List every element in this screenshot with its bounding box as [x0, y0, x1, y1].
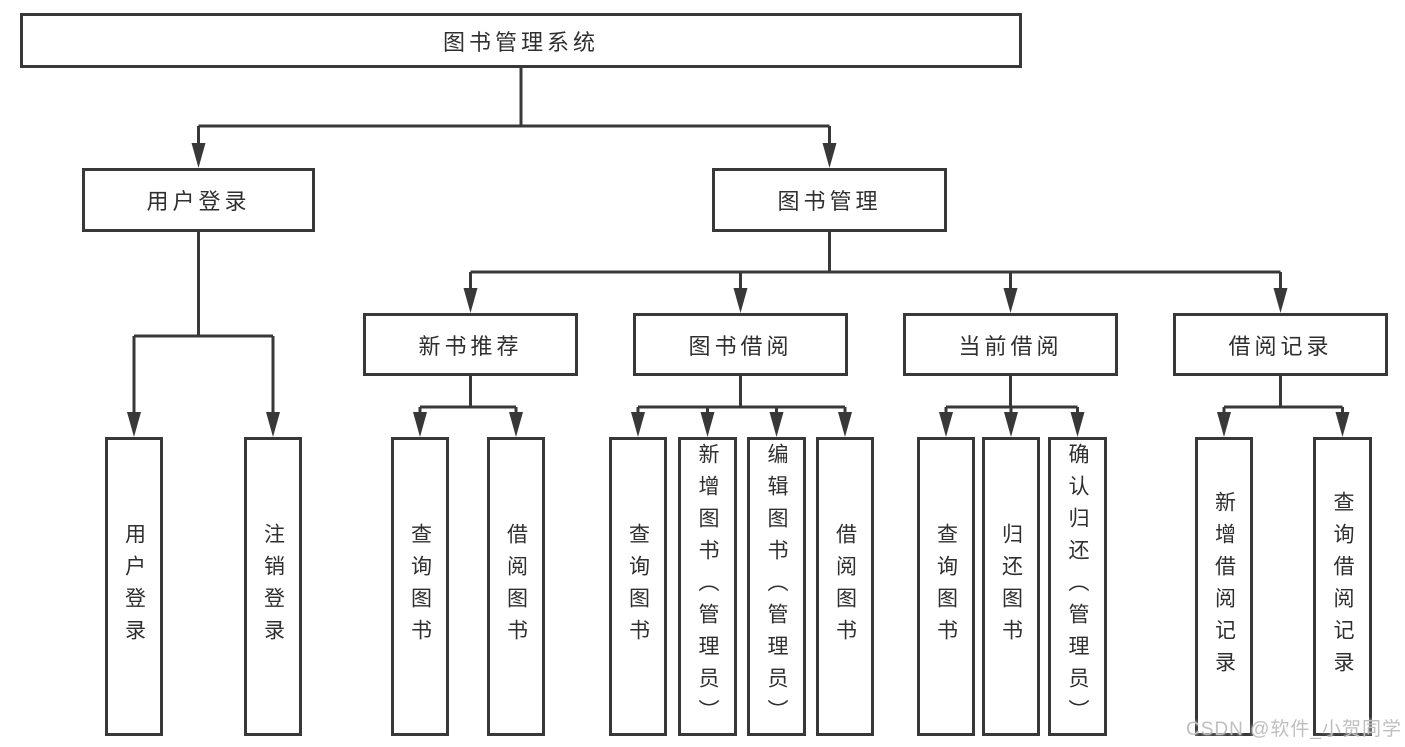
connector-book-borrowing-to-leaves: [631, 376, 852, 437]
node-book-borrowing: 图书借阅: [633, 313, 848, 376]
leaf-label: 注销登录: [261, 522, 285, 651]
leaf-label: 新增借阅记录: [1212, 490, 1236, 683]
leaf-logout: 注销登录: [244, 437, 302, 736]
leaf-cb-return-books: 归还图书: [982, 437, 1040, 736]
leaf-bb-add-books-admin: 新增图书（管理员）: [678, 437, 737, 736]
node-label: 当前借阅: [958, 333, 1063, 359]
arrow-down-icon: [1273, 288, 1288, 313]
node-label: 新书推荐: [418, 333, 523, 359]
leaf-br-query-borrow-record: 查询借阅记录: [1313, 437, 1372, 736]
leaf-bb-edit-books-admin: 编辑图书（管理员）: [747, 437, 806, 736]
arrow-down-icon: [939, 412, 953, 437]
node-label: 图书管理系统: [442, 29, 599, 55]
arrow-down-icon: [509, 412, 523, 437]
connector-new-book-to-leaves: [413, 376, 523, 437]
arrow-down-icon: [1003, 288, 1018, 313]
arrow-down-icon: [822, 143, 837, 168]
arrow-down-icon: [1335, 412, 1350, 437]
node-label: 用户登录: [146, 189, 251, 214]
connector-user-login-to-leaves: [127, 232, 280, 437]
arrow-down-icon: [266, 412, 280, 437]
node-label: 图书借阅: [688, 333, 793, 359]
connector-borrowing-records-to-leaves: [1217, 376, 1350, 437]
leaf-nb-query-books: 查询图书: [391, 437, 449, 736]
connector-current-borrowing-to-leaves: [939, 376, 1085, 437]
leaf-nb-borrow-books: 借阅图书: [487, 437, 545, 736]
leaf-bb-borrow-books: 借阅图书: [816, 437, 874, 736]
leaf-label: 借阅图书: [833, 522, 857, 651]
node-root-library-system: 图书管理系统: [20, 13, 1022, 68]
arrow-down-icon: [700, 412, 715, 437]
connector-book-management-to-level3: [463, 232, 1288, 313]
arrow-down-icon: [733, 288, 748, 313]
node-new-book-recommendation: 新书推荐: [363, 313, 578, 376]
leaf-label: 查询图书: [408, 522, 432, 651]
node-user-login: 用户登录: [82, 168, 315, 232]
arrow-down-icon: [631, 412, 645, 437]
leaf-cb-query-books: 查询图书: [917, 437, 975, 736]
arrow-down-icon: [191, 143, 206, 168]
arrow-down-icon: [838, 412, 852, 437]
csdn-watermark: CSDN @软件_小贺同学: [1186, 719, 1402, 740]
arrow-down-icon: [1217, 412, 1231, 437]
arrow-down-icon: [463, 288, 478, 313]
leaf-label: 确认归还（管理员）: [1066, 442, 1089, 731]
leaf-label: 查询图书: [934, 522, 958, 651]
connector-root-to-level2: [191, 68, 837, 168]
node-borrowing-records: 借阅记录: [1173, 313, 1388, 376]
leaf-label: 归还图书: [999, 522, 1023, 651]
arrow-down-icon: [127, 412, 141, 437]
arrow-down-icon: [1070, 412, 1085, 437]
leaf-label: 借阅图书: [504, 522, 528, 651]
node-current-borrowing: 当前借阅: [903, 313, 1118, 376]
node-label: 借阅记录: [1228, 333, 1333, 359]
leaf-label: 编辑图书（管理员）: [765, 442, 788, 731]
leaf-user-login: 用户登录: [105, 437, 163, 736]
leaf-label: 查询借阅记录: [1331, 490, 1354, 683]
arrow-down-icon: [769, 412, 784, 437]
arrow-down-icon: [413, 412, 427, 437]
leaf-label: 用户登录: [122, 522, 146, 651]
leaf-cb-confirm-return-admin: 确认归还（管理员）: [1048, 437, 1107, 736]
leaf-bb-query-books: 查询图书: [609, 437, 667, 736]
arrow-down-icon: [1004, 412, 1018, 437]
leaf-label: 新增图书（管理员）: [696, 442, 719, 731]
node-label: 图书管理: [777, 189, 882, 214]
leaf-label: 查询图书: [626, 522, 650, 651]
node-book-management: 图书管理: [712, 168, 947, 232]
leaf-br-add-borrow-record: 新增借阅记录: [1195, 437, 1253, 736]
